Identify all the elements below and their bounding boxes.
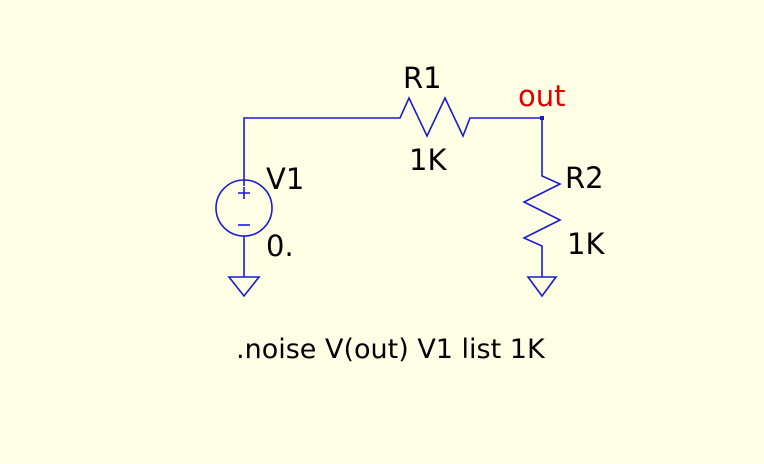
r1-resistor-symbol <box>386 96 542 139</box>
v1-ref-label: V1 <box>266 162 305 196</box>
v1-plus-sign <box>238 187 250 199</box>
r2-ref-label: R2 <box>565 161 604 195</box>
out-net-label: out <box>518 79 566 113</box>
r1-ref-label: R1 <box>403 61 442 95</box>
wire-v1-r1 <box>243 117 386 186</box>
r2-value-label: 1K <box>567 227 605 261</box>
r2-ground-symbol <box>526 276 558 298</box>
r1-value-label: 1K <box>409 143 447 177</box>
v1-value-label: 0. <box>266 229 294 263</box>
r2-resistor-symbol <box>522 168 562 277</box>
noise-directive[interactable]: .noise V(out) V1 list 1K <box>236 334 545 365</box>
out-net-dot <box>540 116 544 120</box>
v1-ground-symbol <box>227 276 261 298</box>
